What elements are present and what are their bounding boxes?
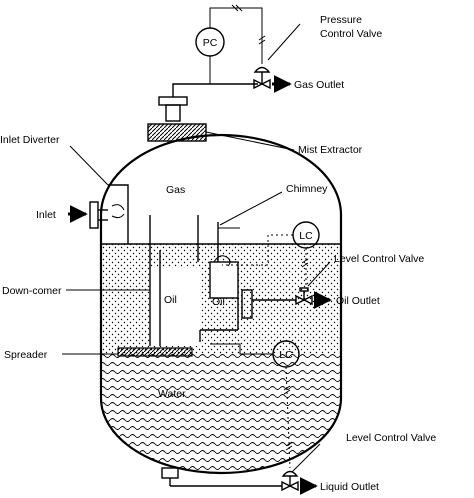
label-inlet: Inlet — [36, 209, 56, 221]
oil-bucket — [199, 255, 239, 342]
label-pressure-line1: Pressure — [320, 14, 362, 26]
level-control-valve-top-leader — [307, 261, 331, 287]
inlet-diverter — [108, 184, 129, 244]
down-comer — [149, 215, 161, 346]
liquid-level-control-valve — [281, 470, 299, 492]
oil-level-control-valve — [295, 287, 313, 306]
inlet-diverter-leader — [69, 145, 109, 186]
label-oil-box: Oil — [212, 296, 225, 308]
label-spreader: Spreader — [4, 349, 48, 361]
pressure-control-valve — [253, 66, 271, 90]
label-oil-center: Oil — [164, 294, 177, 306]
label-gas-outlet: Gas Outlet — [294, 79, 344, 91]
gas-outlet-nozzle — [158, 83, 258, 122]
water-zone — [101, 354, 341, 473]
label-level-control-valve-bottom: Level Control Valve — [346, 432, 436, 444]
label-liquid-outlet: Liquid Outlet — [320, 481, 379, 493]
label-oil-outlet: Oil Outlet — [336, 295, 380, 307]
inlet-nozzle — [89, 201, 108, 229]
separator-vessel — [99, 133, 343, 475]
label-mist-extractor: Mist Extractor — [298, 144, 363, 156]
lc-bottom-signal-line — [210, 343, 273, 355]
liquid-outlet-nozzle — [161, 467, 282, 487]
lc-bottom-to-valve-line — [285, 366, 291, 469]
chimney-leader — [219, 191, 283, 226]
lc-top-signal-line — [222, 234, 293, 266]
pc-to-valve-line — [209, 7, 263, 64]
label-chimney: Chimney — [286, 183, 328, 195]
label-lc-top: LC — [299, 230, 313, 242]
mist-extractor — [147, 123, 207, 142]
chimney — [197, 215, 240, 262]
label-down-comer: Down-comer — [2, 285, 62, 297]
mist-extractor-leader — [205, 131, 295, 151]
label-gas: Gas — [166, 184, 185, 196]
label-water: Water — [158, 388, 186, 400]
label-pressure-line2: Control Valve — [320, 28, 382, 40]
spreader — [117, 347, 193, 357]
level-control-valve-bottom-leader — [291, 443, 321, 473]
label-level-control-valve-top: Level Control Valve — [334, 253, 424, 265]
label-inlet-diverter: Inlet Diverter — [0, 134, 60, 146]
oil-outlet-nozzle — [241, 289, 296, 319]
label-lc-bottom: LC — [279, 349, 293, 361]
label-pc: PC — [203, 37, 218, 49]
